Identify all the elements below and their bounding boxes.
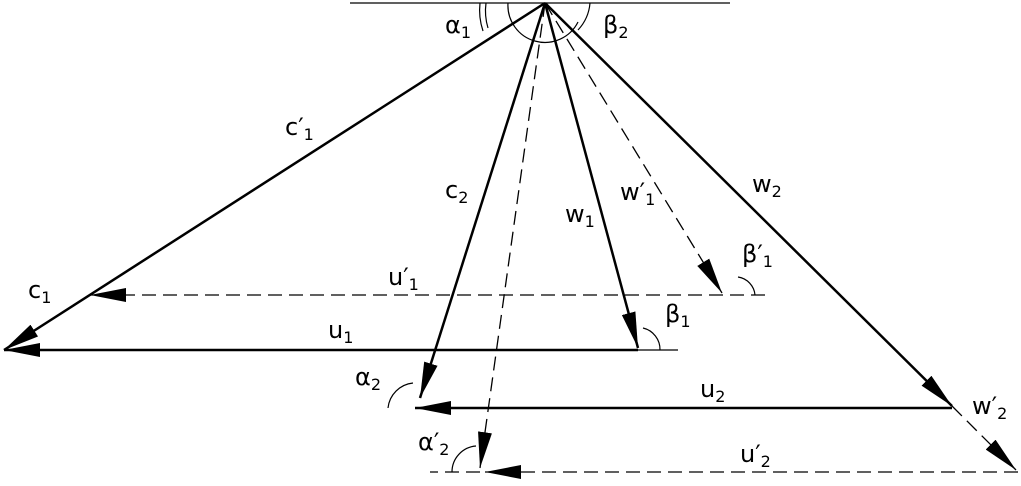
alpha1-arc-outer: [479, 2, 484, 32]
top-arc: [507, 2, 579, 43]
label-u2: u2: [700, 375, 725, 406]
w2prime-vector: [951, 405, 1017, 471]
c2prime-vector: [478, 2, 546, 469]
label-beta2: β2: [603, 11, 629, 42]
beta2-arc: [577, 2, 591, 31]
alpha1-arc-inner: [484, 2, 489, 29]
label-beta1: β1: [665, 300, 691, 331]
label-beta1prime: β′1: [742, 240, 773, 271]
label-alpha2: α2: [355, 363, 381, 394]
label-u1prime: u′1: [388, 263, 419, 294]
w1-vector: [543, 2, 640, 349]
c2-vector: [418, 2, 547, 399]
w1prime-vector: [544, 2, 723, 294]
label-w1: w1: [565, 200, 595, 231]
label-alpha2prime: α′2: [418, 428, 449, 459]
label-c2: c2: [445, 176, 468, 207]
c1-vector: [3, 1, 546, 352]
label-w1prime: w′1: [620, 178, 655, 209]
alpha2prime-arc: [451, 445, 477, 473]
beta1prime-arc: [737, 276, 756, 296]
label-alpha1: α1: [445, 11, 471, 42]
label-c1prime: c′1: [285, 113, 314, 144]
w2-vector: [544, 2, 953, 407]
beta1-arc: [642, 327, 661, 351]
label-u2prime: u′2: [740, 440, 771, 471]
label-w2: w2: [752, 170, 782, 201]
alpha2-arc: [387, 382, 414, 409]
label-w2prime: w′2: [972, 392, 1007, 423]
label-c1: c1: [28, 276, 51, 307]
label-u1: u1: [328, 316, 353, 347]
